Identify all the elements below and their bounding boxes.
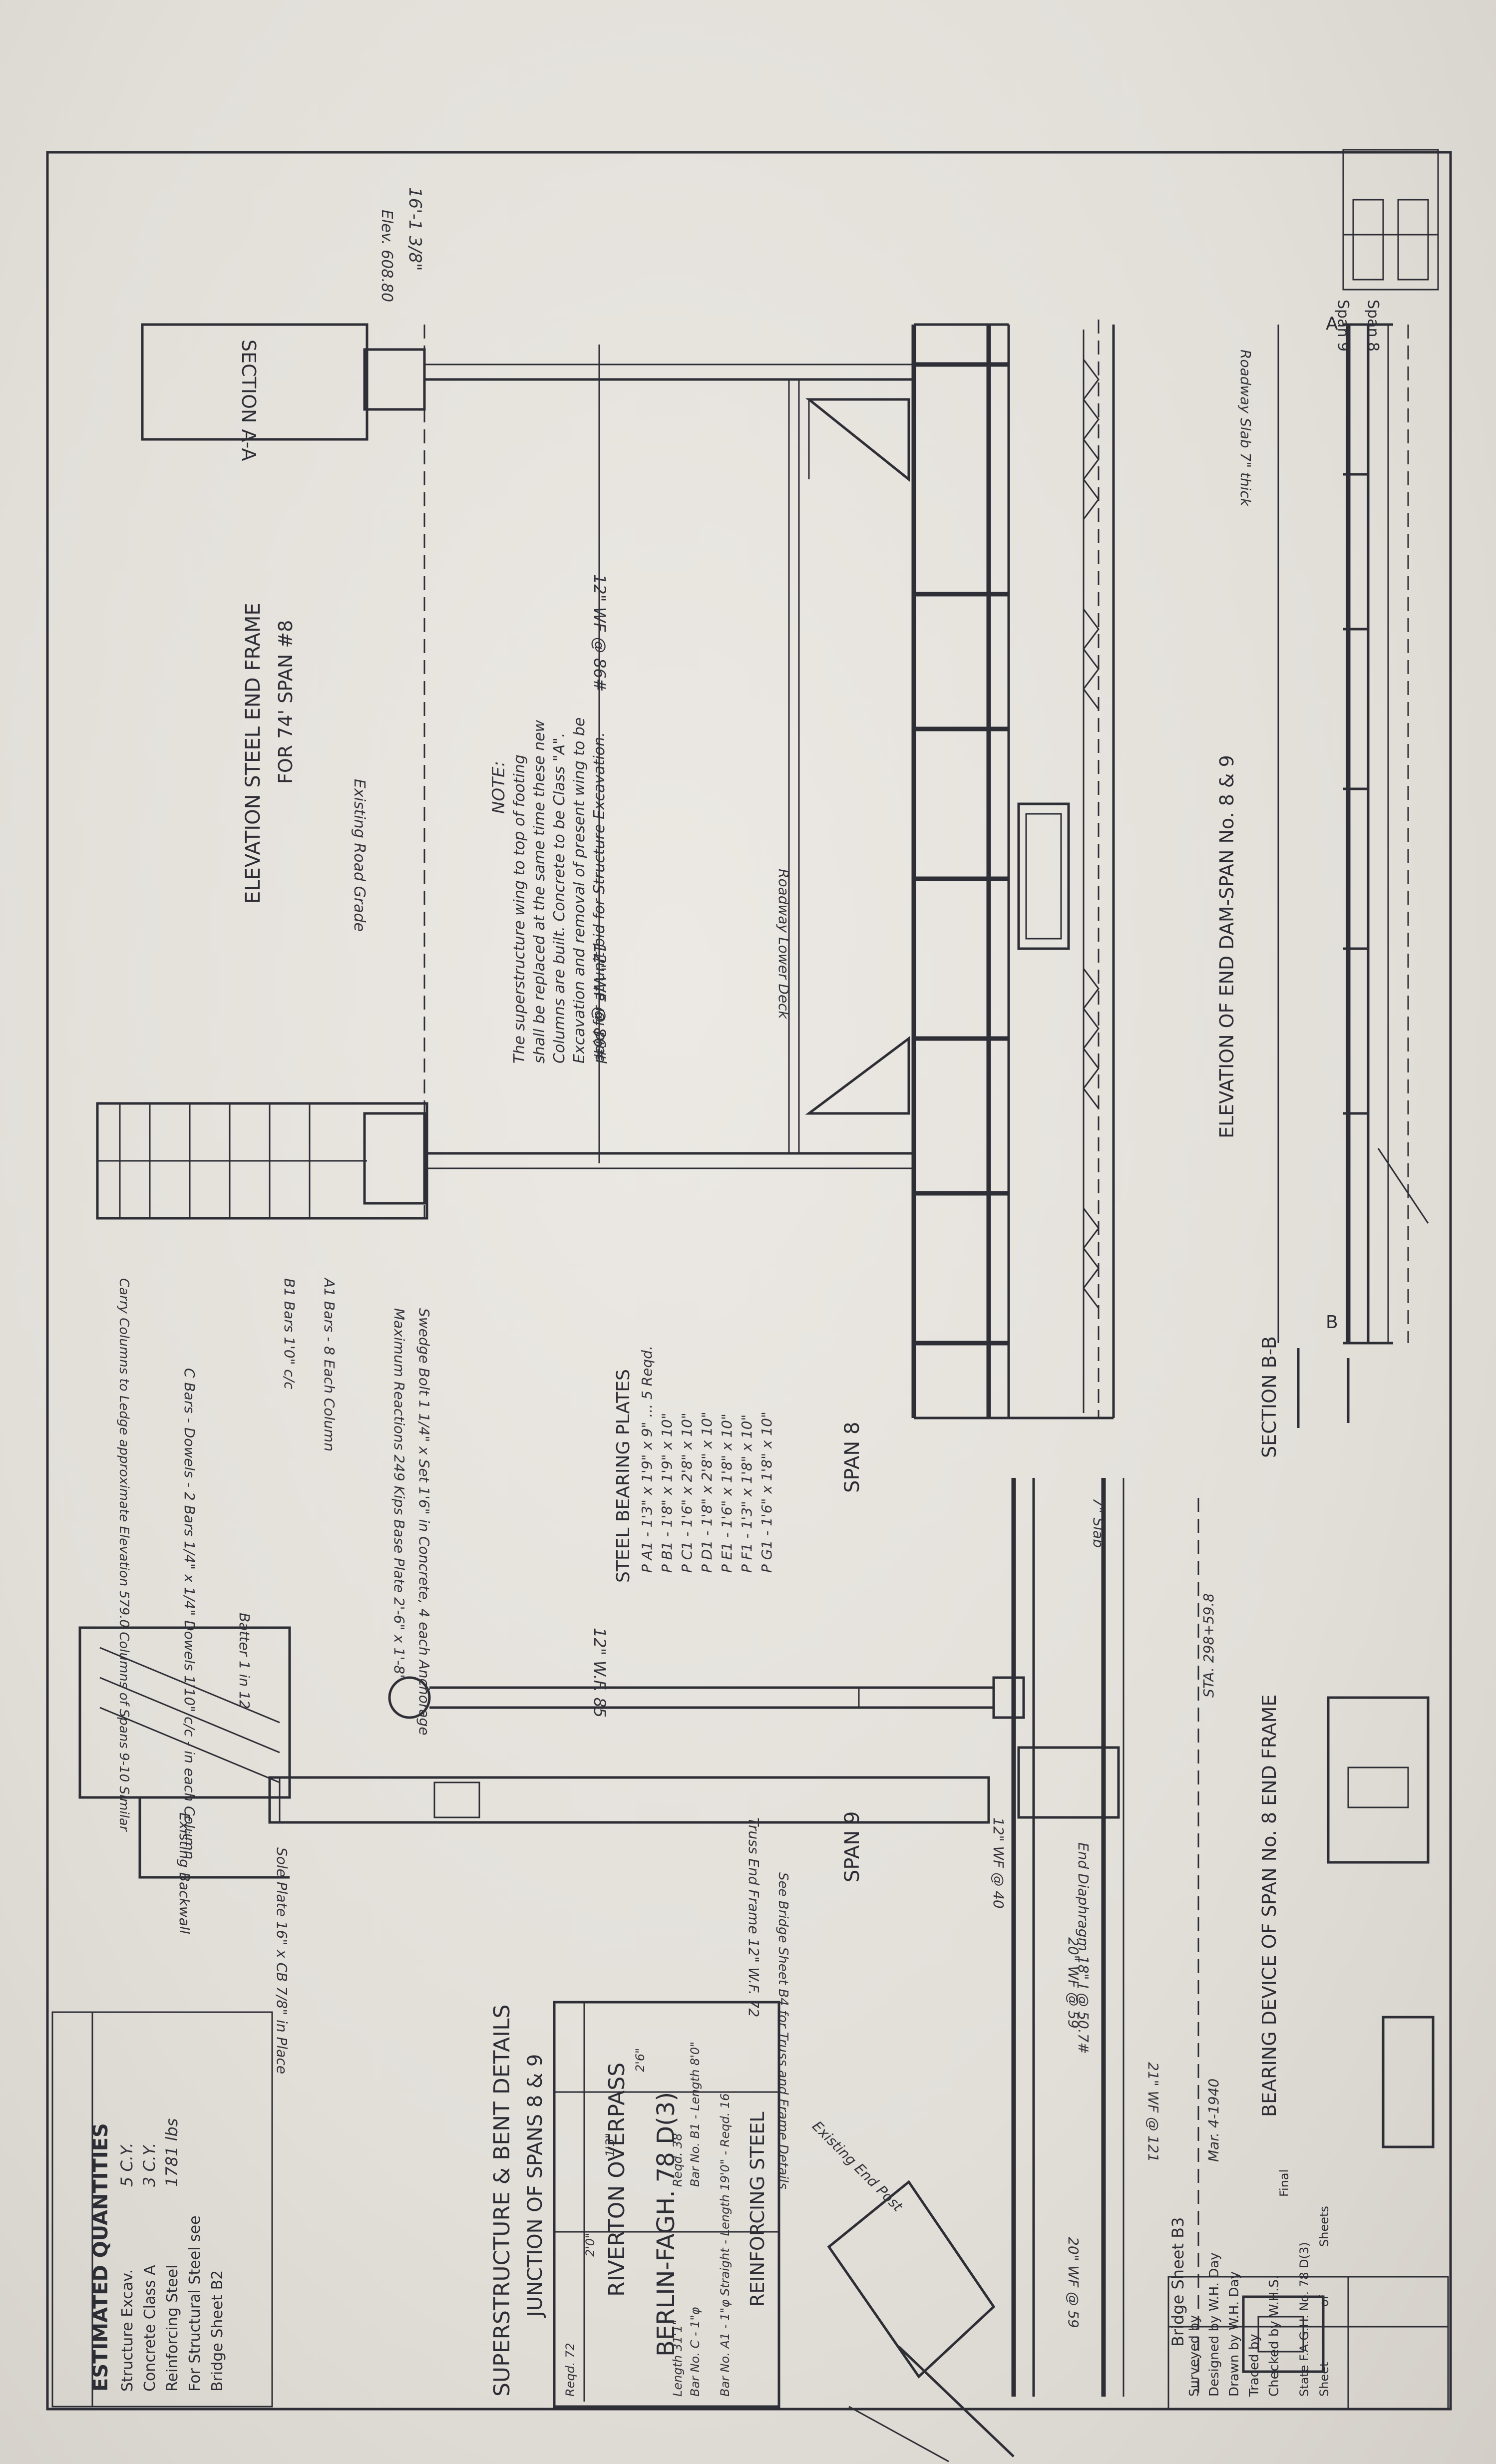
roadway-lower-deck: Roadway Lower Deck (775, 869, 792, 1020)
section-aa-view (1342, 149, 1439, 291)
plate-row-2: P B1 - 1'8" x 1'9" x 10" (659, 1413, 675, 1573)
rebar-line-5: Reqd. 38 (671, 2133, 685, 2187)
credit-designed: Designed by W.H. Day (1207, 2252, 1222, 2397)
b-bars-note: B1 Bars 1'0" c/c (281, 1278, 298, 1390)
note-line-1: The superstructure wing to top of footin… (511, 754, 528, 1063)
c-bars-note: C Bars - Dowels - 2 Bars 1/4" x 1/4" Dow… (181, 1368, 198, 1859)
anchor-note: Maximum Reactions 249 Kips Base Plate 2'… (391, 1308, 407, 1681)
final-label: Final (1277, 2169, 1291, 2197)
project-title: SUPERSTRUCTURE & BENT DETAILS (489, 2004, 515, 2397)
rebar-dim-1: 2'0" (583, 2233, 597, 2257)
project-number: BERLIN-FAGH. 78 D(3) (652, 2092, 680, 2357)
rebar-line-4: Bar No. B1 - Length 8'0" (688, 2042, 702, 2187)
rebar-line-3: Length 31'1" (671, 2320, 685, 2397)
steel-end-frame (96, 323, 914, 1220)
plate-row-4: P D1 - 1'8" x 2'8" x 10" (699, 1411, 715, 1573)
rebar-reqd: Reqd. 72 (563, 2343, 577, 2397)
see-bridge-sheet: See Bridge Sheet B4 for Truss and Frame … (775, 1872, 790, 2189)
sheet-counter-sheets: Sheets (1317, 2206, 1331, 2247)
section-marker-b: B (1326, 1312, 1338, 1333)
wf59a-label: 20" WF @ 59 (1065, 1937, 1082, 2029)
slab-label: 7" Slab (1090, 1498, 1107, 1548)
quantity-line-4: For Structural Steel see (186, 2215, 204, 2392)
plate-row-7: P G1 - 1'6" x 1'8" x 10" (758, 1411, 775, 1573)
dim-16ft: 16'-1 3/8" (405, 187, 425, 271)
wf86b-label: 12" WF @ 86# (590, 944, 609, 1061)
quantity-value-1: 5 C.Y. (117, 2142, 136, 2187)
rebar-line-1: Bar No. A1 - 1"φ Straight - Length 19'0"… (718, 2094, 732, 2397)
roadway-slab-label: Roadway Slab 7" thick (1237, 350, 1254, 507)
end-dam-title: ELEVATION OF END DAM-SPAN No. 8 & 9 (1216, 755, 1238, 1138)
sheet-border (46, 151, 1452, 2411)
wf85-label: 12" W.F. 85 (590, 1628, 609, 1718)
sheet-counter: Sheet (1317, 2362, 1331, 2397)
note-line-5: paid for at unit bid for Structure Excav… (591, 732, 608, 1064)
sheet-counter-of: of (1317, 2295, 1331, 2307)
credit-traced: Traced by (1247, 2334, 1262, 2397)
note-line-2: shall be replaced at the same time these… (531, 719, 548, 1063)
wf59b-label: 20" WF @ 59 (1065, 2237, 1082, 2328)
swedge-note: Swedge Bolt 1 1/4" x Set 1'6" in Concret… (416, 1308, 432, 1736)
rebar-dim-2: 1'3" (603, 2133, 617, 2157)
plate-row-3: P C1 - 1'6" x 2'8" x 10" (679, 1412, 695, 1573)
plate-row-5: P E1 - 1'6" x 1'8" x 10" (719, 1413, 735, 1573)
for-span-title: FOR 74' SPAN #8 (275, 620, 297, 784)
section-marker-a: A (1326, 314, 1338, 334)
steel-end-frame-title: ELEVATION STEEL END FRAME (242, 603, 265, 904)
bearing-plates-heading: STEEL BEARING PLATES (613, 1369, 634, 1583)
quantity-line-1: Structure Excav. (119, 2269, 136, 2392)
estimated-quantities-heading: ESTIMATED QUANTITIES (89, 2123, 112, 2392)
bearing-device-title: BEARING DEVICE OF SPAN No. 8 END FRAME (1258, 1695, 1280, 2117)
end-diaphragm-label: End Diaphragm 18" I @ 50.7# (1075, 1842, 1092, 2054)
note-line-3: Columns are built. Concrete to be Class … (551, 733, 568, 1064)
wf40-label: 12" WF @ 40 (990, 1817, 1007, 1909)
section-bb-title: SECTION B-B (1258, 1336, 1280, 1458)
notes-heading: NOTE: (489, 761, 509, 814)
station-label: STA. 298+59.8 (1200, 1593, 1217, 1698)
carry-columns-note: Carry Columns to Ledge approximate Eleva… (116, 1278, 131, 1832)
batter-note: Batter 1 in 12 (236, 1613, 253, 1709)
a-bars-note: A1 Bars - 8 Each Column (321, 1277, 338, 1451)
quantity-line-2: Concrete Class A (141, 2265, 159, 2392)
bent-columns (78, 1626, 1025, 1879)
truss-frame-note: Truss End Frame 12" W.F. 72 (746, 1817, 762, 2017)
rebar-line-2: Bar No. C - 1"φ (688, 2307, 702, 2397)
existing-end-post: Existing End Post (809, 2118, 906, 2215)
sheet-label: Bridge Sheet B3 (1168, 2217, 1187, 2347)
project-subtitle: JUNCTION OF SPANS 8 & 9 (524, 2054, 547, 2318)
end-dam-elevation (1277, 323, 1429, 1345)
state-number: State F.A.G.H. No. 78 D(3) (1297, 2242, 1311, 2397)
quantity-line-5: Bridge Sheet B2 (209, 2270, 226, 2392)
reinforcing-heading: REINFORCING STEEL (747, 2112, 768, 2307)
credit-surveyed: Surveyed by (1187, 2315, 1202, 2397)
quantity-line-3: Reinforcing Steel (164, 2265, 181, 2392)
deck-cross-section (911, 320, 1115, 1419)
credit-drawn: Drawn by W.H. Day (1227, 2271, 1242, 2397)
span9-title: SPAN 9 (841, 1811, 864, 1882)
wf86a-label: 12" WF @ 86# (590, 574, 609, 692)
title-block (51, 2001, 1449, 2410)
existing-backwall: Existing Backwall (176, 1812, 193, 1934)
span8-small: Span 8 (1364, 300, 1382, 352)
plate-row-6: P F1 - 1'3" x 1'8" x 10" (739, 1414, 755, 1573)
drawing-date: Mar. 4-1940 (1205, 2079, 1222, 2162)
wf121-label: 21" WF @ 121 (1145, 2062, 1161, 2162)
project-location: RIVERTON OVERPASS (604, 2063, 630, 2297)
plate-row-1: P A1 - 1'3" x 1'9" x 9" ... 5 Reqd. (639, 1346, 655, 1573)
section-aa-title: SECTION A-A (238, 340, 260, 461)
span8-title: SPAN 8 (841, 1422, 864, 1493)
note-line-4: Excavation and removal of present wing t… (571, 717, 588, 1063)
existing-grade: Existing Road Grade (351, 779, 368, 932)
credit-checked: Checked by W.H.S. (1267, 2275, 1282, 2397)
quantity-value-2: 3 C.Y. (140, 2142, 159, 2187)
rebar-dim-3: 2'6" (633, 2048, 647, 2072)
span9-small: Span 9 (1334, 300, 1352, 352)
elev-label: Elev. 608.80 (378, 210, 395, 302)
sole-plate-note: Sole Plate 16" x CB 7/8" in Place (274, 1847, 290, 2074)
quantity-value-3: 1781 lbs (162, 2118, 181, 2187)
span9-elevation (827, 1348, 1435, 2463)
